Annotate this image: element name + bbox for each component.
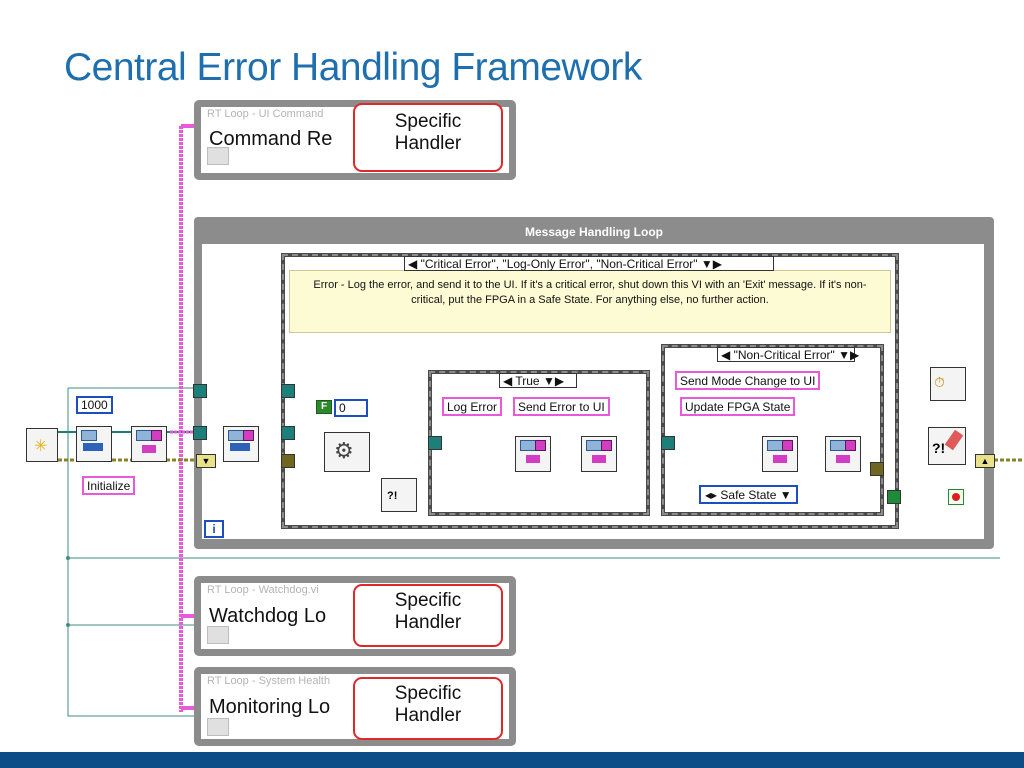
noncritical-case-selector[interactable]: ◀ "Non-Critical Error" ▼▶ xyxy=(717,347,859,362)
sparkle-icon: ✳ xyxy=(34,438,48,455)
error-icon: ?! xyxy=(932,440,946,456)
loop-caption: RT Loop - Watchdog.vi xyxy=(207,584,319,596)
selector-value: True xyxy=(515,374,540,388)
update-fpga-vi xyxy=(825,436,861,472)
envelope-icon xyxy=(586,440,602,451)
envelope-icon xyxy=(136,430,152,441)
dropdown-arrow-icon: ▼▶ xyxy=(700,257,722,271)
decrement-arrow-icon: ◀ xyxy=(408,257,418,271)
bottom-bar xyxy=(0,752,1024,768)
loop-label: Monitoring Lo xyxy=(209,696,331,718)
shift-register-right: ▲ xyxy=(975,454,995,468)
log-error-label: Log Error xyxy=(442,397,503,416)
case-tunnel xyxy=(661,436,675,450)
envelope-icon xyxy=(81,430,97,441)
envelope-icon xyxy=(830,440,846,451)
info-icon: i xyxy=(204,520,224,538)
enum-value: Safe State xyxy=(720,488,777,502)
true-case-selector[interactable]: ◀ True ▼▶ xyxy=(499,373,577,388)
decrement-arrow-icon: ◀ xyxy=(503,374,513,388)
queue-tunnel xyxy=(193,384,207,398)
error-cluster-vi: ?! xyxy=(381,478,417,512)
outer-case-selector[interactable]: ◀ "Critical Error", "Log-Only Error", "N… xyxy=(404,256,774,271)
selector-value: "Critical Error", "Log-Only Error", "Non… xyxy=(420,257,698,271)
update-fpga-state-label: Update FPGA State xyxy=(680,397,796,416)
clear-errors-vi: ?! xyxy=(928,427,966,465)
timeout-constant[interactable]: 1000 xyxy=(76,396,113,414)
loop-caption: RT Loop - UI Command xyxy=(207,108,324,120)
vi-icon xyxy=(207,718,229,736)
false-constant[interactable]: F xyxy=(316,400,332,414)
queue-tunnel xyxy=(281,384,295,398)
cluster-tunnel xyxy=(281,454,295,468)
queue-init-vi: ✳ xyxy=(26,428,58,462)
loop-label: Watchdog Lo xyxy=(209,605,327,627)
loop-title: Message Handling Loop xyxy=(524,225,663,239)
dropdown-arrow-icon: ▼▶ xyxy=(838,348,860,362)
send-error-vi xyxy=(581,436,617,472)
error-icon: ?! xyxy=(387,490,398,502)
log-error-vi xyxy=(515,436,551,472)
eraser-icon xyxy=(944,429,964,451)
clock-icon: ⏱ xyxy=(934,374,945,390)
envelope-icon xyxy=(767,440,783,451)
send-mode-change-label: Send Mode Change to UI xyxy=(675,371,821,390)
loop-label: Command Re xyxy=(209,128,333,150)
specific-handler-callout: Specific Handler xyxy=(353,584,503,647)
loop-caption: RT Loop - System Health xyxy=(207,675,331,687)
initialize-label: Initialize xyxy=(82,476,136,495)
stop-icon[interactable] xyxy=(948,489,964,505)
send-error-to-ui-label: Send Error to UI xyxy=(513,397,610,416)
specific-handler-callout: Specific Handler xyxy=(353,677,503,740)
envelope-icon xyxy=(228,430,244,441)
enum-arrows-icon: ◂▸ xyxy=(705,488,718,502)
obtain-queue-vi xyxy=(76,426,112,462)
specific-handler-callout: Specific Handler xyxy=(353,103,503,172)
dropdown-arrow-icon: ▼ xyxy=(779,488,792,502)
cluster-tunnel xyxy=(870,462,884,476)
queue-tunnel xyxy=(281,426,295,440)
diagram-comment: Error - Log the error, and send it to th… xyxy=(289,270,891,333)
vi-icon xyxy=(207,147,229,165)
slide-title: Central Error Handling Framework xyxy=(64,46,642,89)
send-mode-change-vi xyxy=(762,436,798,472)
envelope-icon xyxy=(520,440,536,451)
queue-tunnel xyxy=(193,426,207,440)
selector-value: "Non-Critical Error" xyxy=(733,348,835,362)
shift-register-left: ▼ xyxy=(196,454,216,468)
vi-icon xyxy=(207,626,229,644)
safe-state-enum[interactable]: ◂▸ Safe State ▼ xyxy=(699,485,798,504)
stop-condition-true xyxy=(887,490,901,504)
release-queue-vi: ⏱ xyxy=(930,367,966,401)
dropdown-arrow-icon: ▼▶ xyxy=(542,374,565,388)
gear-icon: ⚙ xyxy=(334,438,354,463)
decrement-arrow-icon: ◀ xyxy=(721,348,731,362)
index-constant[interactable]: 0 xyxy=(334,399,368,417)
enqueue-vi xyxy=(131,426,167,462)
error-handler-subvi: ⚙ xyxy=(324,432,370,472)
dequeue-vi xyxy=(223,426,259,462)
case-tunnel xyxy=(428,436,442,450)
